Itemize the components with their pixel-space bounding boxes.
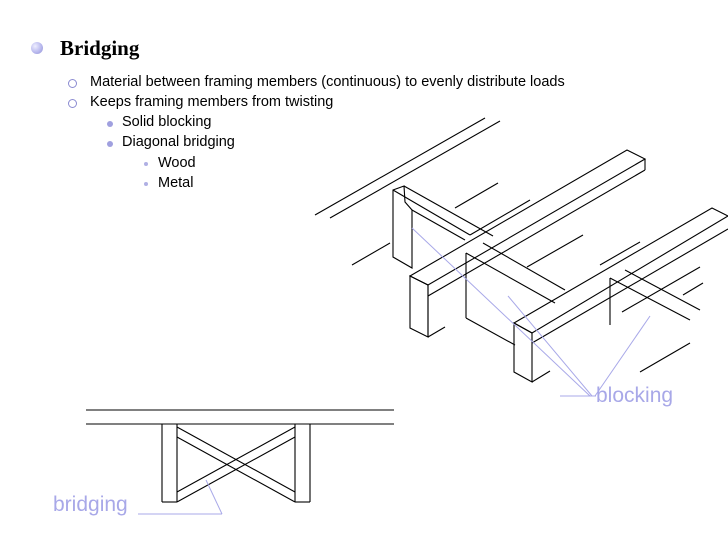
blocking-leader-lines	[411, 227, 651, 397]
bullet-text: Keeps framing members from twisting	[90, 94, 334, 110]
small-dot-bullet-icon	[144, 182, 148, 186]
joist-1	[408, 149, 647, 338]
solid-block-3	[609, 269, 701, 325]
blocking-label: blocking	[596, 384, 674, 407]
dot-bullet-icon	[107, 121, 113, 127]
bridging-label: bridging	[53, 493, 128, 516]
joist-2	[512, 207, 728, 383]
sub-bullet-text: Diagonal bridging	[122, 134, 235, 150]
joist-back	[314, 117, 501, 219]
slide-title: Bridging	[60, 36, 140, 60]
open-circle-bullet-icon	[68, 99, 77, 108]
open-circle-bullet-icon	[68, 79, 77, 88]
floor-lines	[351, 182, 704, 373]
small-dot-bullet-icon	[144, 162, 148, 166]
title-bullet-icon	[31, 42, 43, 54]
solid-block-2	[465, 242, 566, 346]
sub-sub-bullet-text: Wood	[158, 155, 196, 171]
sub-sub-bullet-text: Metal	[158, 175, 194, 191]
dot-bullet-icon	[107, 141, 113, 147]
sub-bullet-text: Solid blocking	[122, 114, 212, 130]
solid-block-1	[392, 185, 494, 269]
bridging-leader-lines	[138, 479, 223, 515]
bridging-diagram	[86, 409, 394, 503]
bullet-text: Material between framing members (contin…	[90, 74, 565, 90]
